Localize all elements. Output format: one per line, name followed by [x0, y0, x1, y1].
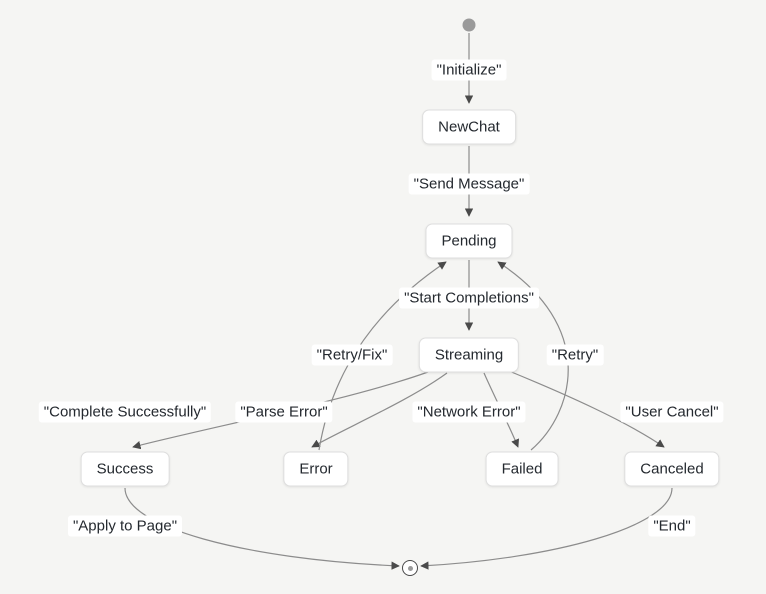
edge-label-complete-successfully: "Complete Successfully": [38, 401, 212, 423]
final-state-icon: [402, 560, 418, 576]
state-node-label: Streaming: [434, 346, 504, 364]
edge-label-network-error: "Network Error": [412, 401, 526, 423]
state-node-label: NewChat: [438, 118, 500, 136]
edge-label-parse-error: "Parse Error": [235, 401, 333, 423]
edge-label-user-cancel: "User Cancel": [620, 401, 724, 423]
initial-state-icon: [462, 18, 476, 32]
state-node-canceled: Canceled: [624, 451, 720, 487]
edge-label-initialize: "Initialize": [431, 59, 507, 81]
state-node-pending: Pending: [425, 223, 513, 259]
edge-label-retry-fix: "Retry/Fix": [311, 344, 393, 366]
state-node-error: Error: [283, 451, 349, 487]
state-node-label: Pending: [441, 232, 497, 250]
state-node-label: Canceled: [640, 460, 704, 478]
state-node-streaming: Streaming: [418, 337, 520, 373]
edge-label-end: "End": [648, 515, 696, 537]
state-node-newchat: NewChat: [422, 109, 516, 145]
state-node-label: Failed: [501, 460, 543, 478]
edge-label-send-message: "Send Message": [408, 173, 530, 195]
edge-label-apply-to-page: "Apply to Page": [67, 515, 183, 537]
edge-label-start-completions: "Start Completions": [399, 287, 539, 309]
state-node-label: Error: [299, 460, 333, 478]
state-node-failed: Failed: [485, 451, 559, 487]
edge-label-retry: "Retry": [546, 344, 604, 366]
state-node-success: Success: [80, 451, 170, 487]
state-node-label: Success: [96, 460, 154, 478]
final-state-inner-dot: [407, 565, 413, 571]
